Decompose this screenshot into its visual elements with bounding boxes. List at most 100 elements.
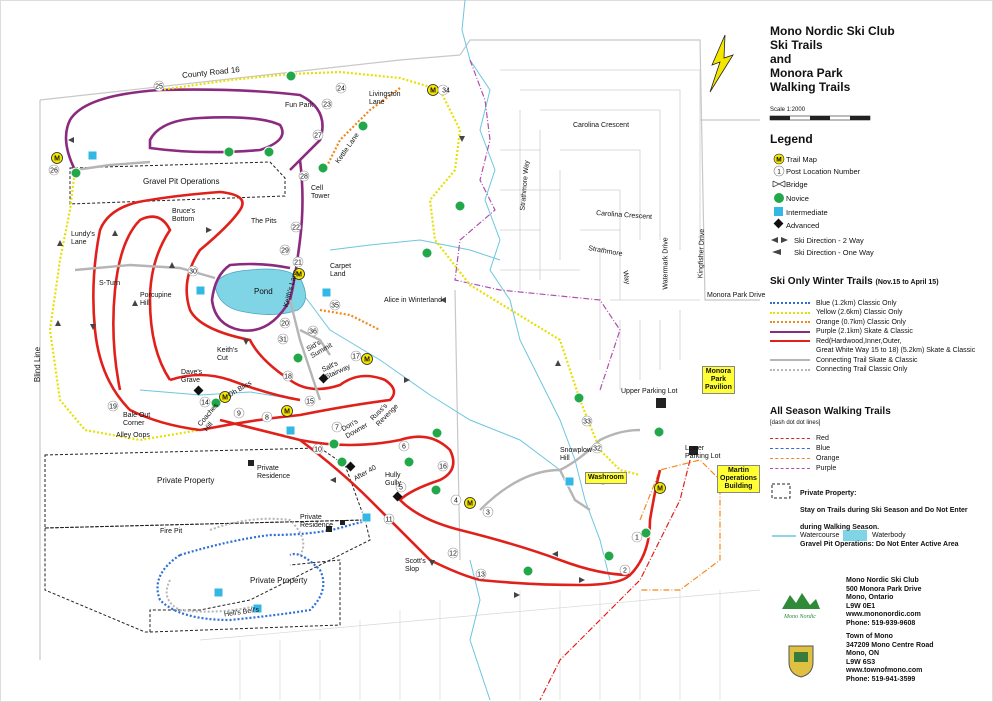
winter-trail-row: Blue (1.2km) Classic Only: [770, 298, 897, 308]
post-32: 32: [593, 446, 601, 453]
buildings: [248, 398, 698, 532]
winter-trail-row: Orange (0.7km) Classic Only: [770, 317, 906, 327]
lower-parking-label: Lower Parking Lot: [685, 445, 721, 460]
title-line-5: Walking Trails: [770, 80, 851, 94]
legend-novice: Novice: [786, 193, 809, 203]
direction-arrows: [55, 136, 585, 598]
trail-line-label: Connecting Trail Skate & Classic: [816, 356, 918, 364]
upper-parking-label: Upper Parking Lot: [621, 388, 678, 395]
svg-text:M: M: [776, 157, 781, 164]
s-turn-label: S-Turn: [99, 280, 121, 287]
monora-park-drive-label: Monora Park Drive: [707, 292, 766, 299]
club-logo: Mono Nordic: [778, 587, 822, 621]
winter-trail-row: Connecting Trail Classic Only: [770, 365, 907, 375]
post-31: 31: [279, 337, 287, 344]
post-24: 24: [337, 86, 345, 93]
scotts-slop-label: Scott's Slop: [405, 558, 426, 573]
private-property-label-1: Private Property: [157, 476, 215, 485]
subdivision: [500, 69, 701, 390]
svg-text:M: M: [430, 88, 436, 95]
legend-advanced: Advanced: [786, 220, 820, 230]
trail-line-label: Red(Hardwood,Inner,Outer,: [816, 337, 902, 345]
lundys-lane-label: Lundy's Lane: [71, 231, 95, 246]
post-25: 25: [155, 84, 163, 91]
title-line-1: Mono Nordic Ski Club: [770, 24, 895, 38]
trail-line-swatch: [770, 302, 810, 304]
svg-text:M: M: [222, 395, 228, 402]
alley-oops-label: Alley Oops: [116, 432, 150, 439]
legend-two-way: Ski Direction - 2 Way: [794, 235, 864, 245]
legend-symbols: M 1: [771, 153, 788, 255]
post-22: 22: [292, 225, 300, 232]
club-logo-text: Mono Nordic: [783, 614, 816, 620]
winter-trail-row: Connecting Trail Skate & Classic: [770, 355, 918, 365]
post-11: 11: [385, 517, 392, 524]
private-residence-label-2: Private Residence: [300, 514, 334, 529]
post-23: 23: [323, 102, 331, 109]
legend-bridge: Bridge: [786, 179, 808, 189]
post-13: 13: [477, 572, 485, 579]
the-pits-label: The Pits: [251, 218, 277, 225]
walking-trail-row: Red: [770, 433, 829, 443]
walking-line-label: Red: [816, 434, 829, 442]
svg-text:1: 1: [777, 169, 781, 176]
carpet-land-label: Carpet Land: [330, 263, 352, 278]
trail-line-label: Yellow (2.6km) Classic Only: [816, 309, 903, 316]
post-6: 6: [402, 444, 406, 451]
bale-out-corner-label: Bale Out Corner: [123, 412, 151, 427]
pavilion-label: Monora Park Pavilion: [702, 366, 735, 394]
winter-trails-title: Ski Only Winter Trails (Nov.15 to April …: [770, 276, 939, 287]
post-28: 28: [300, 174, 308, 181]
trail-line-swatch: [770, 368, 810, 371]
winter-trail-row: Red(Hardwood,Inner,Outer,: [770, 336, 902, 346]
post-4: 4: [454, 498, 458, 505]
trail-line-label: Orange (0.7km) Classic Only: [816, 318, 906, 326]
north-arrow-icon: [709, 34, 734, 93]
post-33: 33: [583, 419, 591, 426]
snowplow-hill-label: Snowplow Hill: [560, 447, 592, 462]
watercourse-label: Watercourse: [800, 532, 840, 539]
waterbody-label: Waterbody: [872, 532, 906, 539]
post-27: 27: [314, 133, 322, 140]
martin-building-label: Martin Operations Building: [717, 465, 760, 493]
cell-tower-label: Cell Tower: [311, 185, 330, 200]
walking-line-swatch: [770, 467, 810, 469]
fun-park-label: Fun Park: [285, 102, 314, 109]
walking-line-swatch: [770, 437, 810, 439]
post-30: 30: [189, 269, 197, 276]
private-property-label-2: Private Property: [250, 576, 308, 585]
trail-line-label: Purple (2.1km) Skate & Classic: [816, 328, 913, 335]
svg-text:M: M: [364, 357, 370, 364]
svg-text:M: M: [284, 409, 290, 416]
walking-trail-row: Purple: [770, 463, 836, 473]
gravel-pit-boundary: [69, 161, 286, 205]
trail-line-swatch: [770, 311, 810, 314]
legend-title: Legend: [770, 132, 813, 146]
post-21: 21: [294, 260, 302, 267]
marker-letters: MMM MMM MM: [54, 88, 663, 508]
legend-panel: Mono Nordic Ski Club Ski Trails and Mono…: [758, 0, 993, 702]
post-29: 29: [281, 248, 289, 255]
trail-line-swatch: [770, 330, 810, 333]
post-19: 19: [109, 404, 117, 411]
post-18: 18: [284, 374, 292, 381]
red-walking-trail: [539, 459, 691, 701]
town-address: Town of Mono 347209 Mono Centre Road Mon…: [846, 633, 934, 683]
post-36: 36: [309, 329, 317, 336]
purple-walking-trail: [454, 59, 621, 391]
advanced-markers: [193, 373, 403, 502]
trail-line-swatch: [770, 359, 810, 361]
walking-trail-row: Blue: [770, 443, 830, 453]
watermark-drive-label: Watermark Drive: [662, 237, 670, 290]
post-16: 16: [439, 464, 447, 471]
post-3: 3: [486, 510, 490, 517]
legend-post-number: Post Location Number: [786, 166, 861, 176]
svg-text:M: M: [657, 486, 663, 493]
svg-text:M: M: [467, 501, 473, 508]
post-2: 2: [623, 568, 627, 575]
post-20: 20: [281, 321, 289, 328]
post-5: 5: [399, 485, 403, 492]
map-title: Mono Nordic Ski Club Ski Trails and Mono…: [770, 24, 895, 94]
winter-trail-row: Purple (2.1km) Skate & Classic: [770, 327, 913, 337]
walking-line-swatch: [770, 457, 810, 459]
